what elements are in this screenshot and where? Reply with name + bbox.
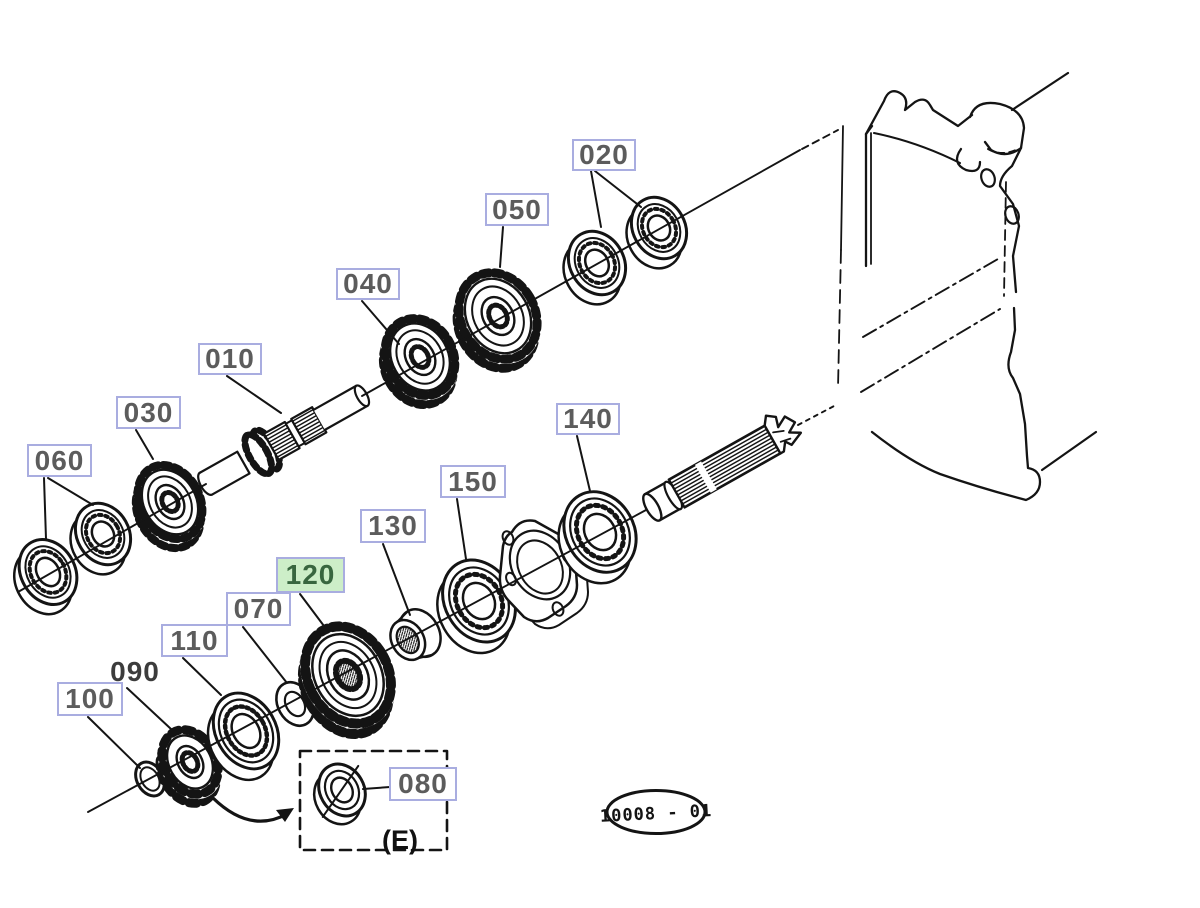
bearing-060b-drawing	[69, 501, 133, 576]
part-label-080[interactable]: 080	[389, 767, 457, 801]
leader-110	[182, 657, 222, 696]
part-label-140-text: 140	[563, 403, 613, 434]
part-label-020[interactable]: 020	[572, 139, 636, 171]
leader-140	[576, 435, 591, 492]
inset-arrow	[211, 796, 294, 823]
bearing-080-drawing	[312, 762, 367, 826]
inset-dashed-box	[298, 749, 449, 852]
part-label-010[interactable]: 010	[198, 343, 262, 375]
bearing-060a-drawing	[13, 538, 79, 616]
part-label-100[interactable]: 100	[57, 682, 123, 716]
part-label-110-text: 110	[170, 624, 219, 656]
leader-010	[226, 375, 282, 414]
gear-030-drawing	[131, 460, 207, 553]
shaft-010-drawing	[197, 384, 371, 496]
leader-050	[499, 226, 504, 268]
part-label-140[interactable]: 140	[556, 403, 620, 435]
part-label-050-text: 050	[492, 193, 542, 225]
bearing-020b-drawing	[625, 195, 689, 270]
part-label-090-text: 090	[110, 656, 160, 687]
leader-020b	[594, 170, 642, 208]
part-label-060[interactable]: 060	[27, 444, 92, 477]
bearing-110-drawing	[206, 691, 281, 782]
part-label-150[interactable]: 150	[440, 465, 506, 498]
leader-100	[87, 716, 141, 769]
figure-stamp: 10008 - 01	[599, 789, 713, 835]
gear-050-drawing	[452, 268, 542, 373]
part-label-030-text: 030	[123, 396, 174, 428]
leader-060a	[43, 477, 47, 540]
part-label-130-text: 130	[368, 510, 418, 541]
part-label-040[interactable]: 040	[336, 268, 400, 300]
leader-lines	[43, 170, 642, 790]
leader-090	[126, 687, 172, 730]
part-label-020-text: 020	[579, 139, 629, 170]
bearing-150-drawing	[436, 558, 517, 655]
part-label-080-text: 080	[398, 768, 448, 799]
gear-120-drawing	[297, 621, 396, 739]
bearing-140-drawing	[557, 490, 638, 585]
part-label-090[interactable]: 090	[104, 656, 166, 688]
part-label-010-text: 010	[205, 343, 255, 374]
part-label-110[interactable]: 110	[161, 624, 228, 657]
part-label-040-text: 040	[343, 268, 393, 299]
leader-120	[299, 593, 325, 627]
gear-040-drawing	[378, 313, 460, 409]
leader-150	[456, 498, 467, 560]
leader-070	[242, 626, 288, 684]
part-label-150-text: 150	[448, 465, 498, 497]
part-label-120-text: 120	[285, 559, 336, 590]
part-label-100-text: 100	[65, 683, 115, 714]
leader-040	[361, 300, 400, 345]
part-label-030[interactable]: 030	[116, 396, 181, 429]
part-label-120-highlighted[interactable]: 120	[276, 557, 345, 593]
leader-020a	[590, 170, 602, 228]
part-label-070[interactable]: 070	[226, 592, 291, 626]
shaft-140-drawing	[642, 414, 803, 522]
part-label-060-text: 060	[34, 444, 85, 476]
inset-label: (E)	[382, 825, 418, 855]
axis-lines	[17, 71, 1070, 813]
leader-080	[362, 786, 391, 790]
leader-030	[135, 429, 154, 460]
part-label-070-text: 070	[233, 593, 284, 624]
leader-130	[382, 543, 411, 616]
leader-060b	[47, 477, 94, 506]
part-label-050[interactable]: 050	[485, 193, 549, 226]
part-label-130[interactable]: 130	[360, 509, 426, 543]
housing-outline-drawing	[837, 90, 1098, 502]
